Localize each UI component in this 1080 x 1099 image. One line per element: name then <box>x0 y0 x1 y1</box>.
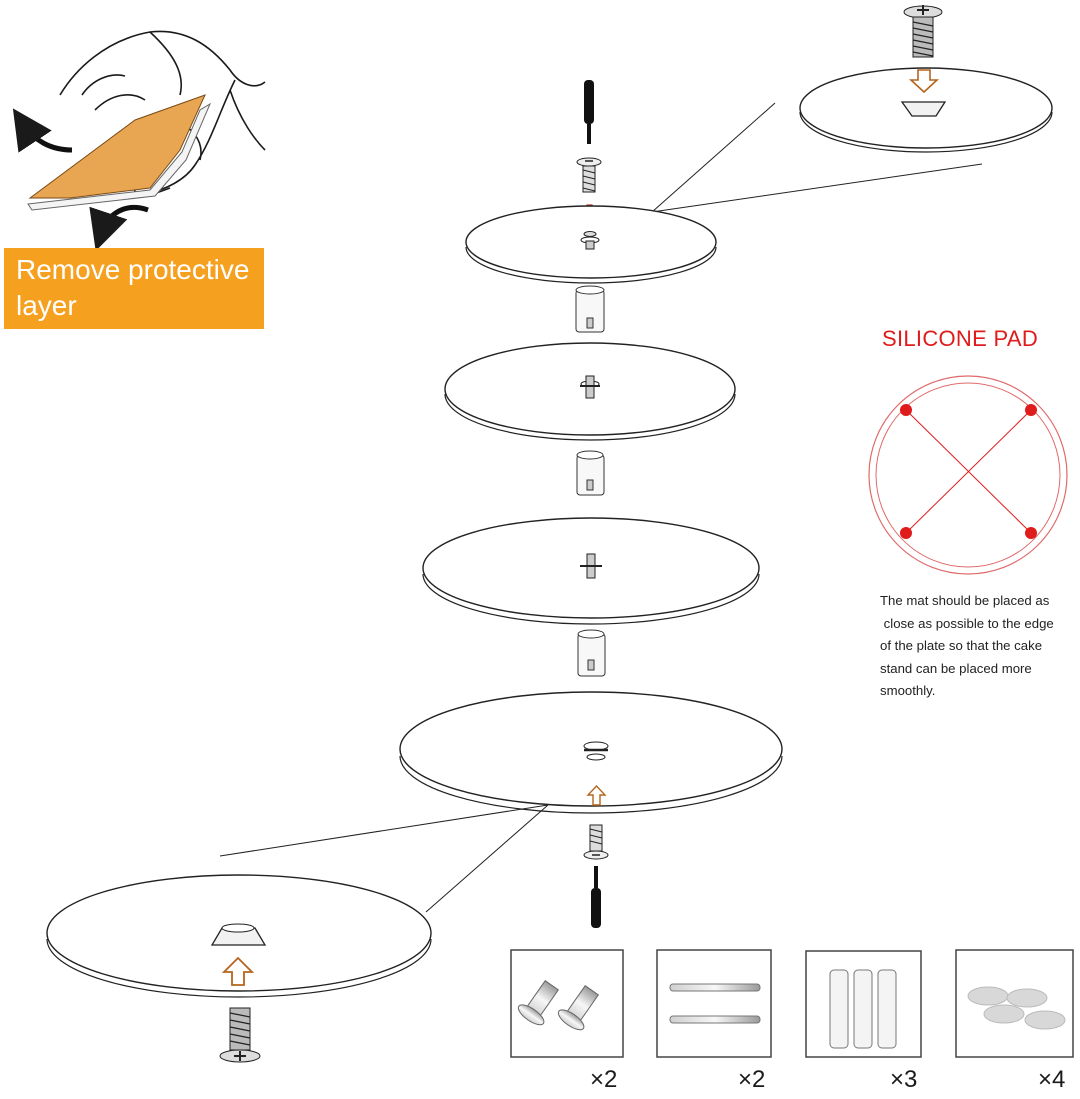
note-line: of the plate so that the cake <box>880 638 1043 653</box>
tier-3-plate <box>422 517 760 625</box>
bottom-screwdriver-icon <box>591 866 601 928</box>
inset-down-arrow-icon <box>908 69 940 94</box>
note-line: smoothly. <box>880 683 936 698</box>
spacer-column <box>576 450 605 496</box>
protective-layer-banner: Remove protective layer <box>4 248 264 329</box>
parts-box-screws <box>510 949 624 1058</box>
banner-line-1: Remove protective <box>16 254 250 285</box>
pad-dot <box>900 527 912 539</box>
note-line: The mat should be placed as <box>880 593 1050 608</box>
connectors-quantity: ×3 <box>890 1066 918 1093</box>
spacer-column <box>575 285 605 333</box>
parts-box-connectors <box>805 950 922 1058</box>
countersink-recess <box>900 101 947 117</box>
pad-dot <box>900 404 912 416</box>
callout-line <box>651 163 983 213</box>
callout-line <box>651 102 776 213</box>
parts-box-pads <box>955 949 1074 1058</box>
pad-dot <box>1025 404 1037 416</box>
silicone-pad-title: SILICONE PAD <box>882 326 1039 351</box>
screws-quantity: ×2 <box>590 1066 618 1093</box>
inset-up-arrow-icon <box>221 956 255 986</box>
protective-film <box>28 94 206 199</box>
tier-2-plate <box>444 342 736 441</box>
silicone-pad-diagram <box>868 375 1068 575</box>
top-inset <box>799 5 1053 153</box>
bottom-screw-icon <box>583 824 609 860</box>
bottom-inset <box>46 874 432 1063</box>
silicone-pad-note: The mat should be placed as close as pos… <box>880 590 1076 703</box>
parts-box-rods <box>656 949 772 1058</box>
pad-dot <box>1025 527 1037 539</box>
note-line: close as possible to the edge <box>880 615 1054 631</box>
tier-1-plate <box>465 205 717 284</box>
spacer-column <box>577 629 606 677</box>
banner-line-2: layer <box>16 290 77 321</box>
film-backing <box>27 102 212 211</box>
peel-up-arrow-icon <box>12 108 73 153</box>
tier-4-plate <box>399 691 783 814</box>
up-arrow-icon <box>586 784 607 806</box>
inset-bottom-screw-icon <box>219 1007 261 1063</box>
pads-quantity: ×4 <box>1038 1066 1066 1093</box>
rods-quantity: ×2 <box>738 1066 766 1093</box>
callout-line <box>425 804 549 913</box>
top-screw-icon <box>576 157 602 193</box>
note-line: stand can be placed more <box>880 660 1032 676</box>
inset-screw-icon <box>903 5 943 58</box>
screwdriver-icon <box>584 80 594 144</box>
peel-down-arrow-icon <box>89 204 149 251</box>
callout-line <box>219 804 549 857</box>
